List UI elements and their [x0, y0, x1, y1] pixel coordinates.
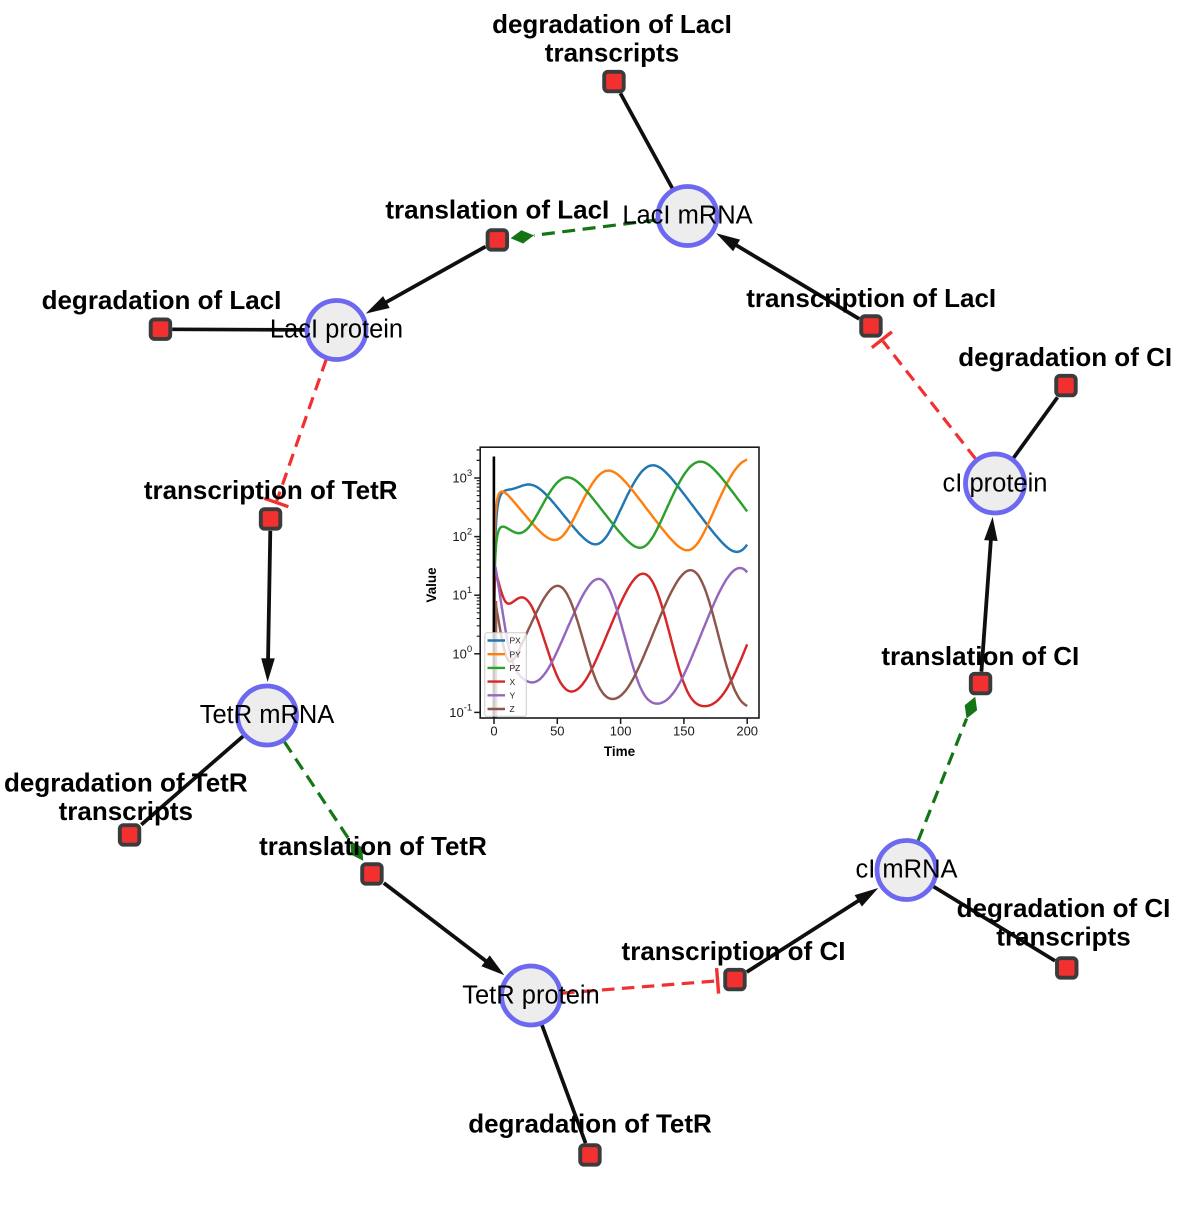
svg-text:transcription of TetR: transcription of TetR	[144, 475, 398, 505]
svg-text:degradation of LacI: degradation of LacI	[42, 285, 282, 315]
svg-text:cI mRNA: cI mRNA	[856, 856, 958, 884]
svg-text:translation of TetR: translation of TetR	[259, 831, 487, 861]
svg-text:Z: Z	[510, 704, 515, 714]
svg-text:0: 0	[490, 724, 497, 739]
svg-text:transcription of CI: transcription of CI	[622, 936, 846, 966]
svg-text:transcripts: transcripts	[59, 796, 193, 826]
svg-text:degradation of LacI: degradation of LacI	[492, 9, 732, 39]
svg-text:Y: Y	[510, 691, 516, 701]
svg-text:transcripts: transcripts	[545, 38, 679, 68]
svg-text:degradation of TetR: degradation of TetR	[468, 1109, 712, 1139]
svg-text:150: 150	[673, 724, 695, 739]
svg-text:Value: Value	[424, 567, 439, 603]
svg-text:X: X	[510, 677, 516, 687]
svg-text:degradation of CI: degradation of CI	[957, 893, 1171, 923]
svg-text:100: 100	[610, 724, 632, 739]
svg-text:PY: PY	[510, 649, 522, 659]
svg-text:cI protein: cI protein	[943, 470, 1048, 498]
svg-text:200: 200	[736, 724, 758, 739]
svg-text:transcripts: transcripts	[996, 921, 1130, 951]
svg-text:PX: PX	[510, 636, 522, 646]
svg-text:50: 50	[550, 724, 564, 739]
svg-text:LacI mRNA: LacI mRNA	[622, 202, 752, 230]
svg-text:degradation of CI: degradation of CI	[958, 342, 1172, 372]
svg-text:degradation of TetR: degradation of TetR	[4, 768, 248, 798]
svg-text:TetR protein: TetR protein	[462, 982, 600, 1010]
svg-text:TetR mRNA: TetR mRNA	[200, 701, 335, 729]
svg-text:Time: Time	[604, 744, 636, 759]
svg-text:LacI protein: LacI protein	[270, 316, 403, 344]
svg-text:translation of CI: translation of CI	[881, 641, 1079, 671]
svg-text:transcription of LacI: transcription of LacI	[746, 283, 996, 313]
svg-text:PZ: PZ	[510, 663, 521, 673]
svg-text:translation of LacI: translation of LacI	[385, 194, 609, 224]
